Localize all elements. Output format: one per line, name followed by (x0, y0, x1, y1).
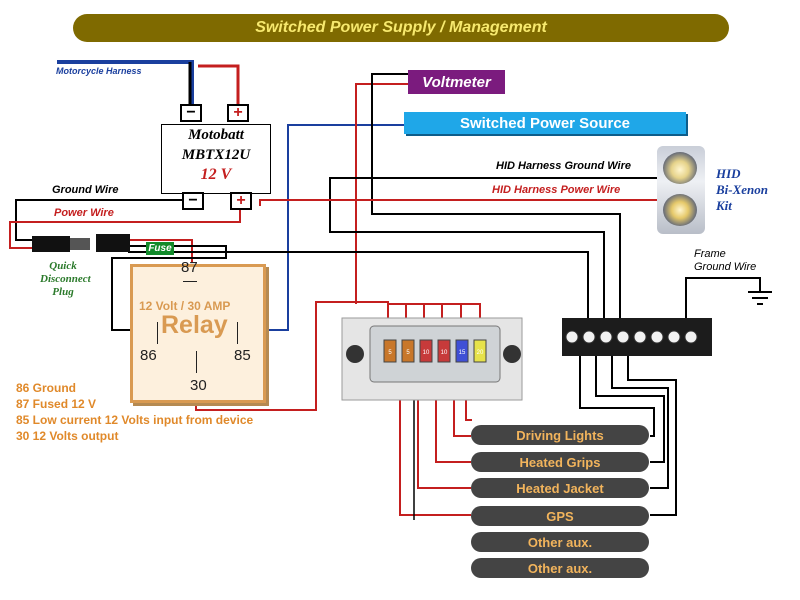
legend-line: 87 Fused 12 V (16, 397, 97, 411)
voltmeter-black-wire (371, 73, 621, 318)
legend-line: 30 12 Volts output (16, 429, 119, 443)
relay-pin-86: 86 (140, 347, 157, 364)
fuse-2 (401, 339, 415, 363)
battery-brand: Motobatt (188, 127, 244, 143)
relay-pin-85: 85 (234, 347, 251, 364)
relay-name: Relay (161, 311, 228, 339)
relay-pin-30: 30 (190, 377, 207, 394)
terminal-screw (599, 330, 613, 344)
fuse-rating-label: 20 (477, 350, 484, 356)
hid-ground-wire (329, 177, 660, 318)
fuse-rating-label: 10 (423, 350, 430, 356)
fuse-6 (473, 339, 487, 363)
output-heated-grips: Heated Grips (471, 452, 649, 472)
power-wire (9, 210, 241, 249)
pin-legend: 86 Ground 87 Fused 12 V 85 Low current 1… (16, 380, 253, 444)
harness-red-wire (198, 64, 240, 104)
battery-plus-terminal: + (230, 192, 252, 210)
fuse-rating-label: 5 (406, 350, 410, 356)
switched-power-source: Switched Power Source (404, 112, 686, 134)
output-gps: GPS (471, 506, 649, 526)
page-title: Switched Power Supply / Management (73, 14, 729, 42)
terminal-screw (616, 330, 630, 344)
fuse-bus-red (388, 303, 481, 318)
relay: 87 12 Volt / 30 AMP Relay 86 85 30 (130, 259, 266, 403)
voltmeter-red-wire (355, 83, 408, 304)
motorcycle-harness-label: Motorcycle Harness (56, 66, 142, 76)
power-wire-label: Power Wire (54, 207, 114, 219)
hid-lamp-icon (657, 146, 705, 234)
battery-top-plus-terminal: + (227, 104, 249, 122)
harness-blue-wire (57, 60, 194, 104)
fuse-label: Fuse (146, 242, 174, 255)
relay-86-ground (111, 245, 227, 331)
fuse-1 (383, 339, 397, 363)
fuse-rating-label: 10 (441, 350, 448, 356)
terminal-screw (633, 330, 647, 344)
fuse-rating-label: 15 (459, 350, 466, 356)
battery: Motobatt MBTX12U 12 V (161, 124, 271, 194)
fuse-rating-label: 5 (388, 350, 392, 356)
output-other-aux-2: Other aux. (471, 558, 649, 578)
quick-disconnect-plug-icon (32, 234, 130, 252)
battery-minus-terminal: − (182, 192, 204, 210)
relay-85-input (262, 124, 404, 331)
ground-wire-label: Ground Wire (52, 184, 119, 196)
voltmeter-label: Voltmeter (408, 70, 505, 94)
fused-power-wire (128, 239, 193, 262)
fuse-4 (437, 339, 451, 363)
terminal-screw (667, 330, 681, 344)
relay-pin-87: 87 (181, 259, 198, 276)
output-heated-jacket: Heated Jacket (471, 478, 649, 498)
legend-line: 86 Ground (16, 381, 77, 395)
terminal-screw (582, 330, 596, 344)
terminal-screw (684, 330, 698, 344)
battery-top-minus-terminal: − (180, 104, 202, 122)
output-other-aux-1: Other aux. (471, 532, 649, 552)
hid-power-label: HID Harness Power Wire (492, 184, 621, 196)
hid-ground-label: HID Harness Ground Wire (496, 160, 631, 172)
ground-bus-wire (128, 251, 589, 318)
battery-model: MBTX12U (181, 147, 251, 163)
relay-rating: 12 Volt / 30 AMP (139, 299, 231, 313)
ground-wire (15, 199, 182, 241)
output-driving-lights: Driving Lights (471, 425, 649, 445)
battery-voltage: 12 V (200, 166, 232, 183)
frame-ground-wire (685, 277, 761, 318)
hid-kit-label: HID Bi-Xenon Kit (716, 166, 769, 213)
fuse-3 (419, 339, 433, 363)
frame-ground-symbol (748, 291, 772, 305)
terminal-screw (565, 330, 579, 344)
frame-ground-label: Frame Ground Wire (694, 248, 757, 273)
fuse-5 (455, 339, 469, 363)
hid-power-wire (259, 199, 660, 206)
quick-disconnect-label: Quick Disconnect Plug (40, 260, 91, 298)
terminal-screw (650, 330, 664, 344)
legend-line: 85 Low current 12 Volts input from devic… (16, 413, 254, 427)
